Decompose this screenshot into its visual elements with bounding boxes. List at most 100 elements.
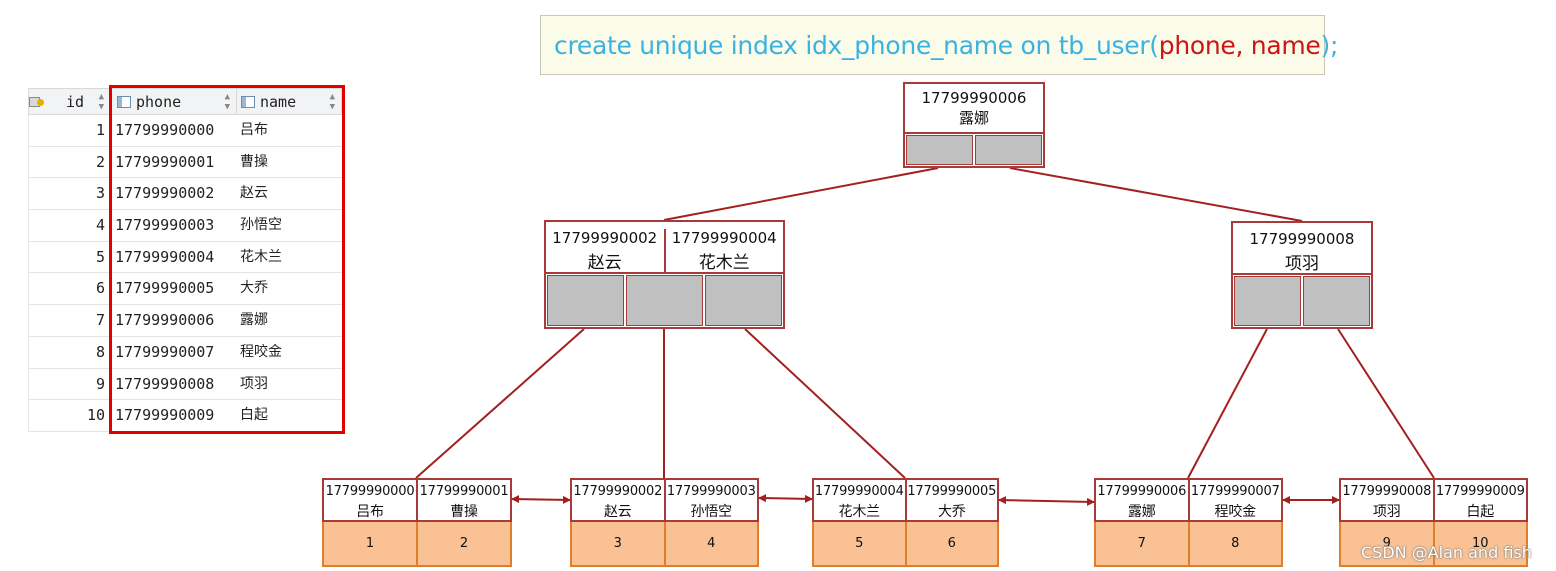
- column-icon: [241, 95, 255, 108]
- cell-name: 孙悟空: [240, 217, 282, 234]
- leaf-value-id: 5: [855, 536, 864, 551]
- sort-icon[interactable]: ▲▼: [329, 91, 335, 112]
- index-columns-highlight: [109, 85, 345, 434]
- node-pointer: [975, 135, 1042, 165]
- leaf-value-id: 6: [904, 522, 998, 565]
- node-pointers: [905, 134, 1043, 166]
- cell-name: 大乔: [240, 280, 268, 297]
- node-pointer: [705, 275, 782, 326]
- leaf-value-id: 9: [1382, 536, 1391, 551]
- leaf-values: 9 10: [1339, 522, 1528, 567]
- sql-prefix: create unique index idx_phone_name on tb…: [554, 31, 1159, 60]
- node-pointer: [547, 275, 624, 326]
- cell-name: 露娜: [240, 312, 268, 329]
- leaf-value-id: 1: [365, 536, 375, 551]
- sql-columns: phone, name: [1158, 31, 1321, 60]
- column-header-name[interactable]: name▲▼: [237, 89, 341, 114]
- leaf-value-id: 2: [416, 522, 510, 565]
- sort-icon[interactable]: ▲▼: [224, 91, 230, 112]
- leaf-value-id: 4: [663, 522, 758, 565]
- cell-name: 吕布: [240, 122, 268, 138]
- link-root-right: [1009, 167, 1303, 222]
- cell-phone: 17799990006: [115, 311, 215, 330]
- link-right-leaf5: [1337, 328, 1435, 479]
- column-icon: [117, 95, 131, 108]
- leaf-value-id: 8: [1187, 522, 1282, 565]
- leaf-values: 7 8: [1094, 522, 1283, 567]
- leaf-value-id: 3: [613, 536, 622, 551]
- cell-name: 程咬金: [240, 343, 282, 360]
- cell-name: 项羽: [240, 375, 268, 392]
- sql-statement: create unique index idx_phone_name on tb…: [540, 15, 1338, 75]
- node-pointer: [1234, 276, 1301, 326]
- cell-phone: 17799990000: [115, 121, 215, 139]
- sql-suffix: );: [1320, 31, 1339, 60]
- leaf-values: 5 6: [812, 522, 999, 567]
- cell-phone: 17799990008: [115, 374, 215, 393]
- node-pointer: [1303, 276, 1370, 326]
- leaf-arrow-1-2: [511, 495, 571, 504]
- node-pointer: [626, 275, 703, 326]
- leaf-value-id: 7: [1137, 536, 1146, 551]
- link-left-leaf3: [744, 328, 906, 479]
- cell-phone: 17799990007: [115, 342, 215, 361]
- primary-key-icon: [29, 96, 61, 108]
- link-root-left: [663, 167, 939, 221]
- link-left-leaf1: [415, 328, 585, 479]
- node-pointers: [1233, 275, 1371, 327]
- cell-phone: 17799990005: [115, 279, 215, 298]
- leaf-arrow-3-4: [998, 496, 1095, 506]
- link-right-leaf4: [1187, 328, 1268, 479]
- column-header-phone[interactable]: phone▲▼: [111, 89, 237, 114]
- cell-name: 曹操: [240, 153, 268, 170]
- cell-phone: 17799990002: [115, 184, 215, 203]
- leaf-value-id: 10: [1432, 522, 1527, 565]
- leaf-arrow-2-3: [758, 494, 813, 503]
- leaf-values: 1 2: [322, 522, 512, 567]
- node-pointer: [906, 135, 973, 165]
- node-pointers: [546, 274, 783, 327]
- cell-phone: 17799990004: [115, 247, 215, 266]
- cell-phone: 17799990009: [115, 406, 215, 425]
- cell-name: 花木兰: [240, 248, 282, 265]
- table-header: id▲▼ phone▲▼ name▲▼: [28, 88, 342, 115]
- cell-phone: 17799990001: [115, 152, 215, 171]
- sort-icon[interactable]: ▲▼: [98, 91, 104, 112]
